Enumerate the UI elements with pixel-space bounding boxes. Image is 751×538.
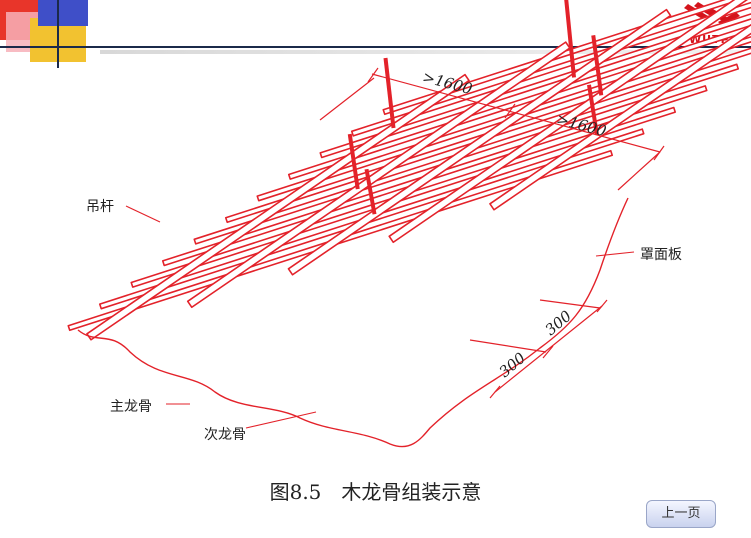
header-block-blue <box>38 0 88 26</box>
figure-caption: 图8.5 木龙骨组装示意 <box>269 480 482 504</box>
hanger-rod <box>347 133 360 190</box>
hanger-rod <box>383 57 396 129</box>
label-hanger-rod: 吊杆 <box>86 199 114 215</box>
label-main-joist: 主龙骨 <box>110 399 152 415</box>
main-joist <box>489 23 751 211</box>
label-secondary-joist: 次龙骨 <box>204 427 246 443</box>
label-facing-board: 罩面板 <box>640 247 682 263</box>
main-joist <box>186 41 571 309</box>
dimension-lines <box>319 67 665 399</box>
hanger-rod <box>364 168 377 215</box>
hanger-rod <box>587 84 599 136</box>
previous-page-button[interactable]: 上一页 <box>646 500 716 528</box>
hanger-rod <box>591 35 604 96</box>
leader-lines <box>125 205 635 429</box>
hanger-rod <box>564 0 576 78</box>
header-vertical-rule <box>57 0 59 68</box>
header-rule <box>0 46 751 48</box>
header-gradient-bar <box>100 50 751 54</box>
main-joist <box>388 0 749 244</box>
